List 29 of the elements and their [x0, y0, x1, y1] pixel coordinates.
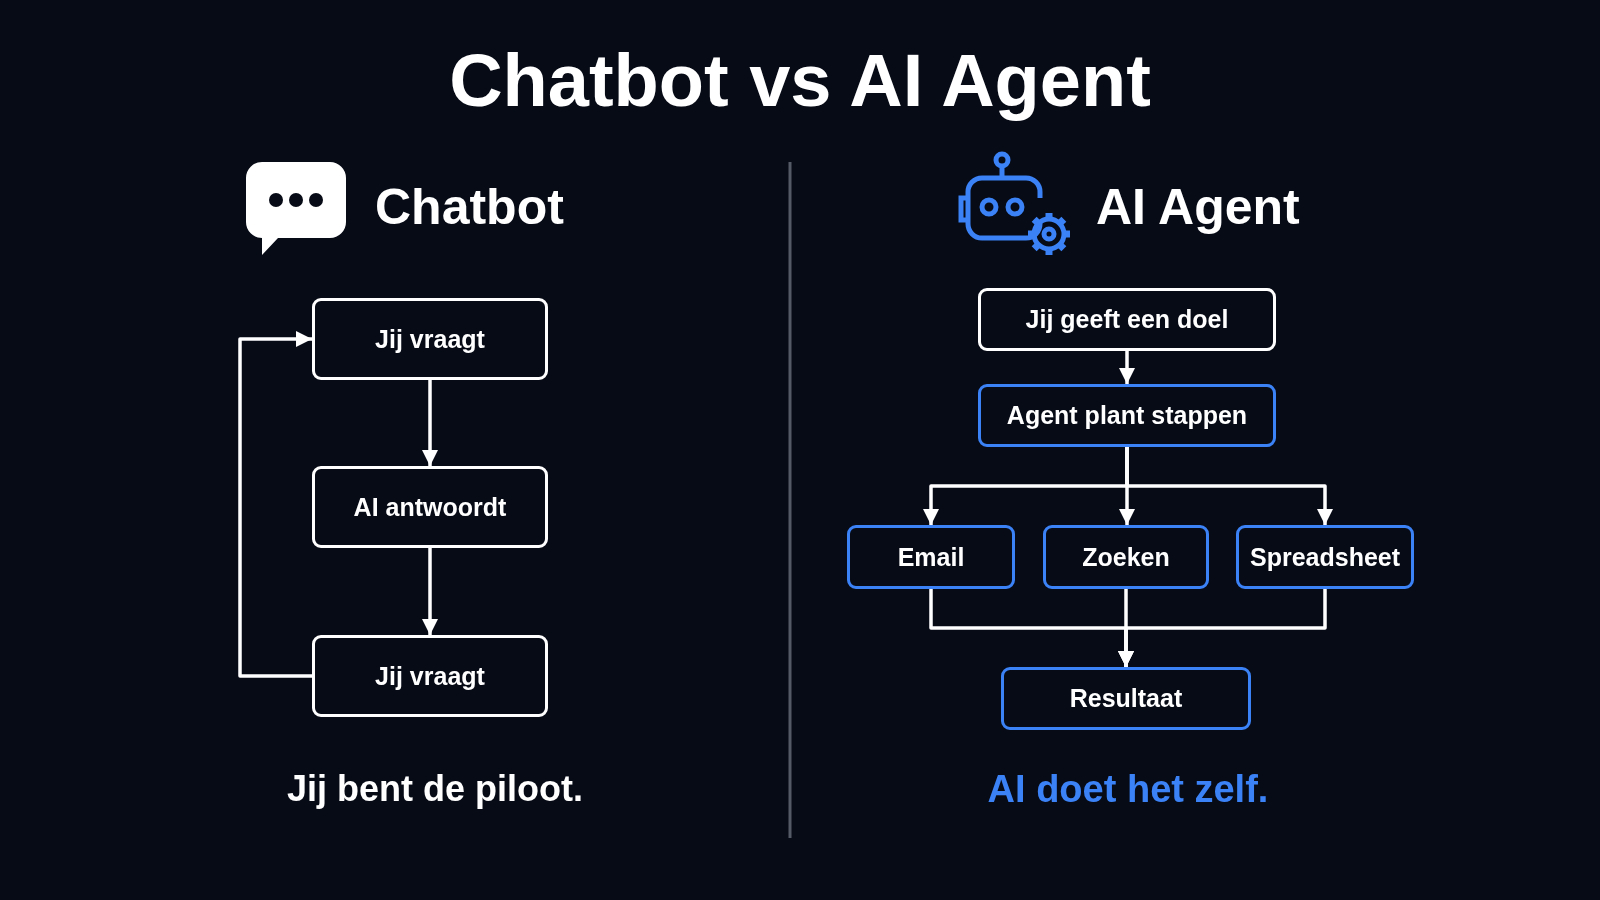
process-box	[312, 298, 548, 380]
tagline: Jij bent de piloot.	[286, 768, 584, 810]
process-box	[312, 635, 548, 717]
process-box	[312, 466, 548, 548]
arrow	[422, 380, 438, 466]
process-box	[1001, 667, 1251, 730]
title: Chatbot vs AI Agent	[448, 38, 1152, 123]
process-box	[1236, 525, 1414, 589]
heading: Chatbot	[375, 178, 564, 236]
heading: AI Agent	[1096, 178, 1300, 236]
box-label: Resultaat	[1069, 684, 1183, 713]
arrow	[1119, 351, 1135, 384]
box-label: Jij geeft een doel	[1025, 305, 1229, 334]
process-box	[1043, 525, 1209, 589]
box-label: Jij vraagt	[375, 661, 485, 691]
arrow	[422, 548, 438, 635]
box-label: AI antwoordt	[353, 492, 507, 522]
box-label: Spreadsheet	[1249, 542, 1401, 572]
process-box	[978, 384, 1276, 447]
process-box	[978, 288, 1276, 351]
box-label: Email	[897, 542, 965, 572]
process-box	[847, 525, 1015, 589]
arrow	[238, 331, 312, 678]
tagline: AI doet het zelf.	[986, 768, 1270, 811]
box-label: Agent plant stappen	[1006, 401, 1248, 430]
box-label: Zoeken	[1082, 542, 1170, 572]
arrow	[1118, 589, 1327, 667]
arrow	[1125, 447, 1333, 525]
box-label: Jij vraagt	[375, 324, 485, 354]
